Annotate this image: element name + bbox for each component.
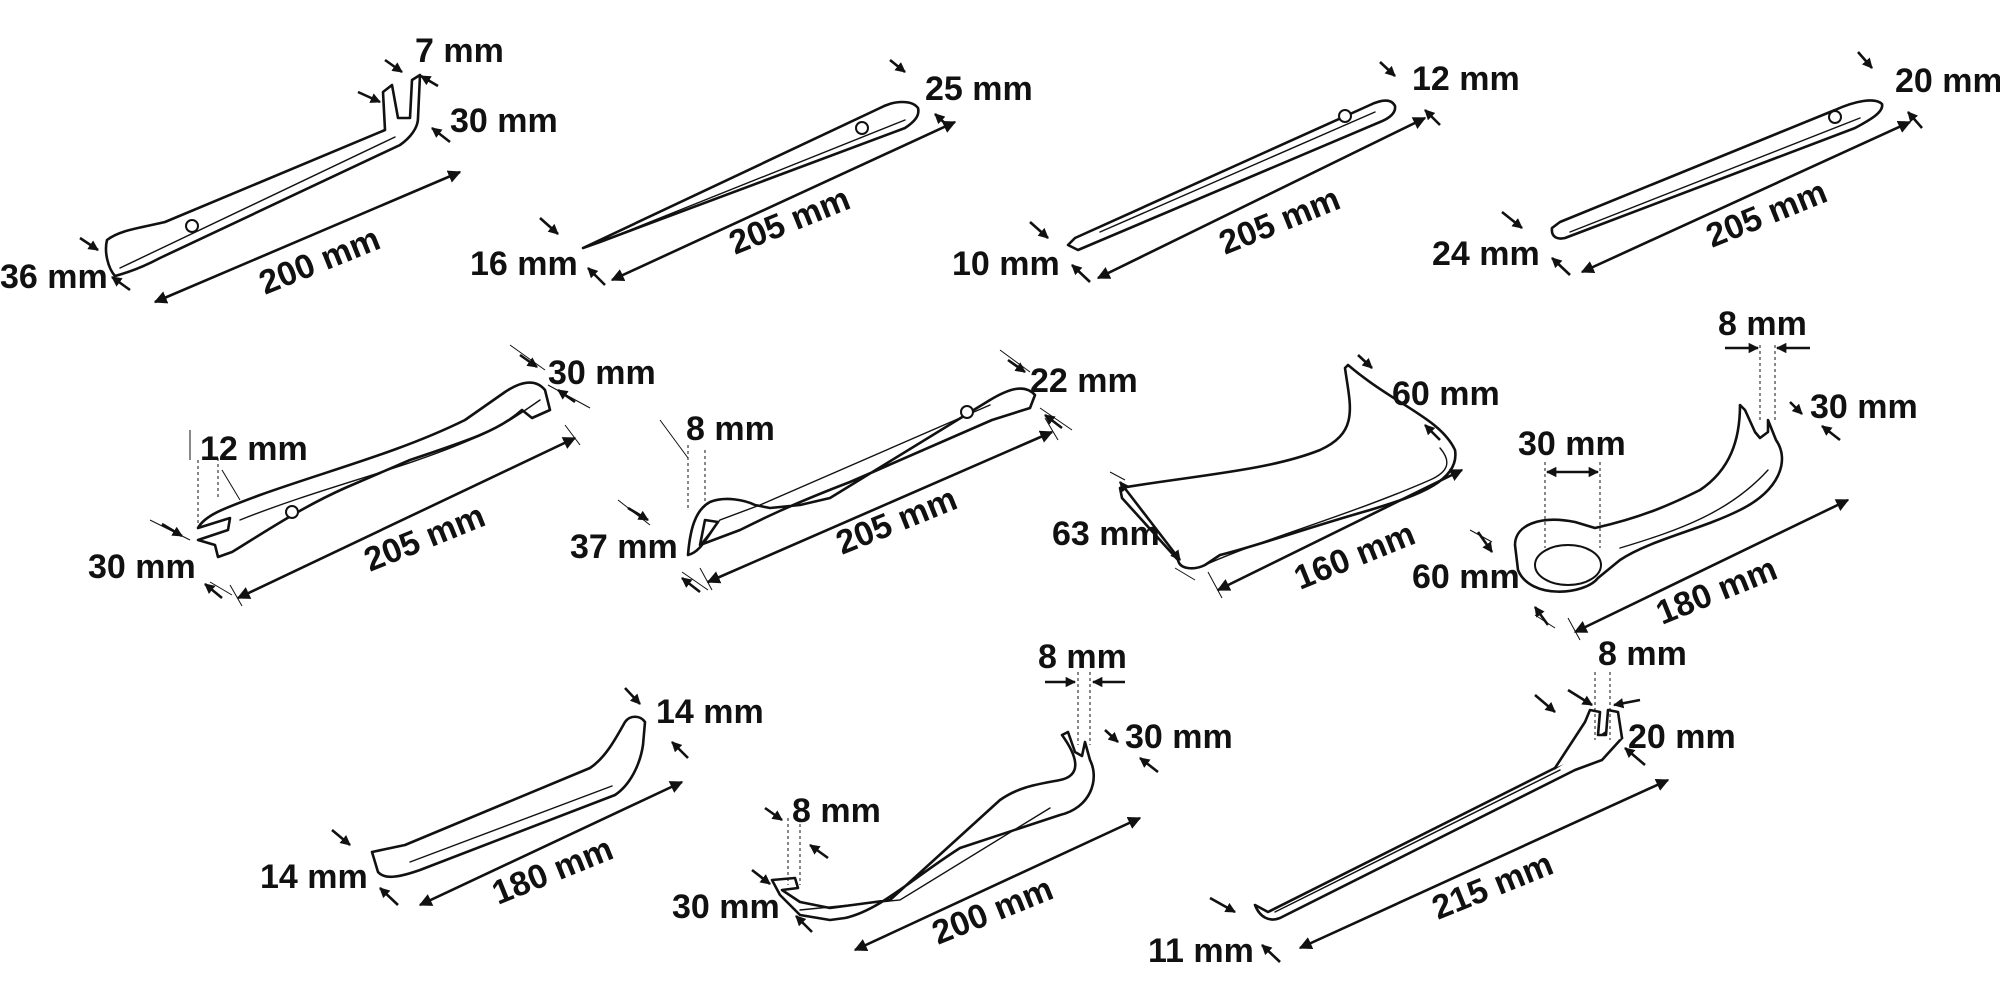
tool-2-label-16mm: 16 mm — [470, 245, 578, 283]
tool-10-label-8mm-left: 8 mm — [792, 792, 881, 830]
tool-11-label-215mm: 215 mm — [1427, 845, 1559, 928]
tool-8-ring-fork-pry-bar: 8 mm 30 mm 30 mm 60 mm 180 mm — [1412, 305, 1918, 641]
tool-8-label-60mm: 60 mm — [1412, 558, 1520, 596]
tool-10-label-8mm-top: 8 mm — [1038, 638, 1127, 676]
tool-9-scoop-pry-bar: 14 mm 14 mm 180 mm — [260, 687, 764, 912]
tool-6-label-8mm: 8 mm — [686, 410, 775, 448]
tool-7-label-60mm: 60 mm — [1392, 375, 1500, 413]
tool-4-wide-pry-bar: 20 mm 24 mm 205 mm — [1432, 51, 2000, 276]
tool-1-label-7mm: 7 mm — [415, 32, 504, 70]
tool-11-fork — [1553, 708, 1624, 770]
tool-10-double-fork-pry-bar: 8 mm 30 mm 8 mm 30 mm 200 mm — [672, 638, 1233, 952]
tool-6-label-205mm: 205 mm — [831, 480, 963, 563]
tool-8-label-30mm-ring: 30 mm — [1518, 425, 1626, 463]
tool-10-label-30mm-right: 30 mm — [1125, 718, 1233, 756]
tool-5-label-30mm-left: 30 mm — [88, 548, 196, 586]
tool-7-label-63mm: 63 mm — [1052, 515, 1160, 553]
tool-1-label-36mm: 36 mm — [0, 258, 108, 296]
tool-3-label-12mm: 12 mm — [1412, 60, 1520, 98]
tool-11-label-8mm: 8 mm — [1598, 635, 1687, 673]
tool-2-label-205mm: 205 mm — [724, 180, 856, 263]
tool-4-label-20mm: 20 mm — [1895, 62, 2000, 100]
tool-8-label-30mm-right: 30 mm — [1810, 388, 1918, 426]
tool-9-label-14mm-left: 14 mm — [260, 858, 368, 896]
tool-3-label-10mm: 10 mm — [952, 245, 1060, 283]
tool-6-label-37mm: 37 mm — [570, 528, 678, 566]
tool-11-label-20mm: 20 mm — [1628, 718, 1736, 756]
tool-10-label-200mm: 200 mm — [927, 870, 1059, 953]
tool-11-long-fork-pry-bar: 8 mm 20 mm 11 mm 215 mm — [1148, 635, 1736, 970]
tool-2-pointed-pry-bar: 25 mm 16 mm 205 mm — [470, 58, 1033, 286]
tool-1-label-30mm: 30 mm — [450, 102, 558, 140]
tool-5-body — [196, 381, 552, 559]
tool-11-label-11mm: 11 mm — [1148, 932, 1254, 970]
tool-4-label-205mm: 205 mm — [1701, 173, 1833, 256]
tool-9-label-14mm-top: 14 mm — [656, 693, 764, 731]
tool-3-label-205mm: 205 mm — [1214, 180, 1346, 263]
tool-5-label-30mm-top: 30 mm — [548, 354, 656, 392]
tool-5-label-12mm: 12 mm — [200, 430, 308, 468]
tool-8-label-8mm: 8 mm — [1718, 305, 1807, 343]
tool-5-wide-fork-pry-bar: 30 mm 12 mm 30 mm 205 mm — [88, 344, 656, 607]
tool-10-label-30mm-left: 30 mm — [672, 888, 780, 926]
tool-6-label-22mm: 22 mm — [1030, 362, 1138, 400]
tool-4-label-24mm: 24 mm — [1432, 235, 1540, 273]
tool-8-ring-hole — [1534, 544, 1602, 586]
tool-2-label-25mm: 25 mm — [925, 70, 1033, 108]
